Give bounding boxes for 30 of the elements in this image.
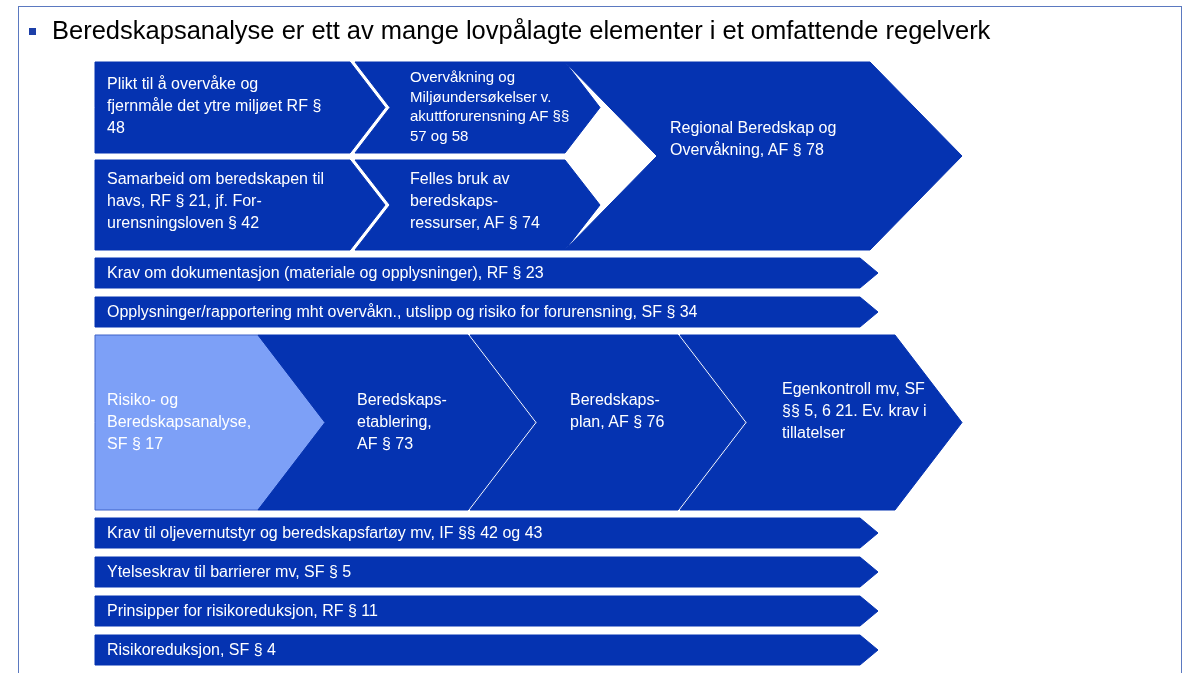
chevron-text: Opplysninger/rapportering mht overvåkn., utslipp og risiko for forurensning, SF § 34: [107, 302, 699, 322]
chevron-text: Overvåkning og Miljøundersøkelser v. akuttforurensning AF §§ 57 og 58: [410, 67, 571, 145]
arrow-bar: [95, 635, 878, 665]
chevron-text: Risiko- og Beredskapsanalyse, SF § 17: [107, 390, 253, 454]
arrow-bar: [95, 557, 878, 587]
chevron-shape: [95, 335, 325, 510]
chevron-text: Beredskaps- etablering, AF § 73: [357, 390, 448, 454]
arrow-bar: [95, 258, 878, 288]
chevron-text: Regional Beredskap og Overvåkning, AF § 78: [670, 118, 838, 160]
chevron-text: Plikt til å overvåke og fjernmåle det ytre miljøet RF § 48: [107, 74, 323, 138]
chevron-shape: [470, 335, 745, 510]
arrow-bar: [95, 596, 878, 626]
chevron-shape: [258, 335, 535, 510]
chevron-shape: [95, 160, 385, 250]
chevron-text: Ytelseskrav til barrierer mv, SF § 5: [107, 562, 353, 582]
chevron-text: Samarbeid om beredskapen til havs, RF § 21, jf. For- urensningsloven § 42: [107, 169, 325, 233]
chevron-text: Risikoreduksjon, SF § 4: [107, 640, 277, 660]
chevron-shape: [95, 62, 385, 153]
arrow-bar: [95, 518, 878, 548]
arrow-bar: [95, 297, 878, 327]
chevron-text: Felles bruk av beredskaps- ressurser, AF § 74: [410, 169, 541, 233]
chevron-shape: [355, 62, 600, 153]
slide-title: Beredskapsanalyse er ett av mange lovpålagte elementer i et omfattende regelverk: [52, 16, 991, 45]
chevron-shape: [355, 160, 600, 250]
chevron-text: Krav til oljevernutstyr og beredskapsfartøy mv, IF §§ 42 og 43: [107, 523, 544, 543]
chevron-text: Beredskaps- plan, AF § 76: [570, 390, 666, 432]
chevron-text: Prinsipper for risikoreduksjon, RF § 11: [107, 601, 379, 621]
chevron-text: Krav om dokumentasjon (materiale og opplysninger), RF § 23: [107, 263, 545, 283]
chevron-shape: [680, 335, 962, 510]
chevron-text: Egenkontroll mv, SF §§ 5, 6 21. Ev. krav i tillatelser: [782, 379, 928, 443]
